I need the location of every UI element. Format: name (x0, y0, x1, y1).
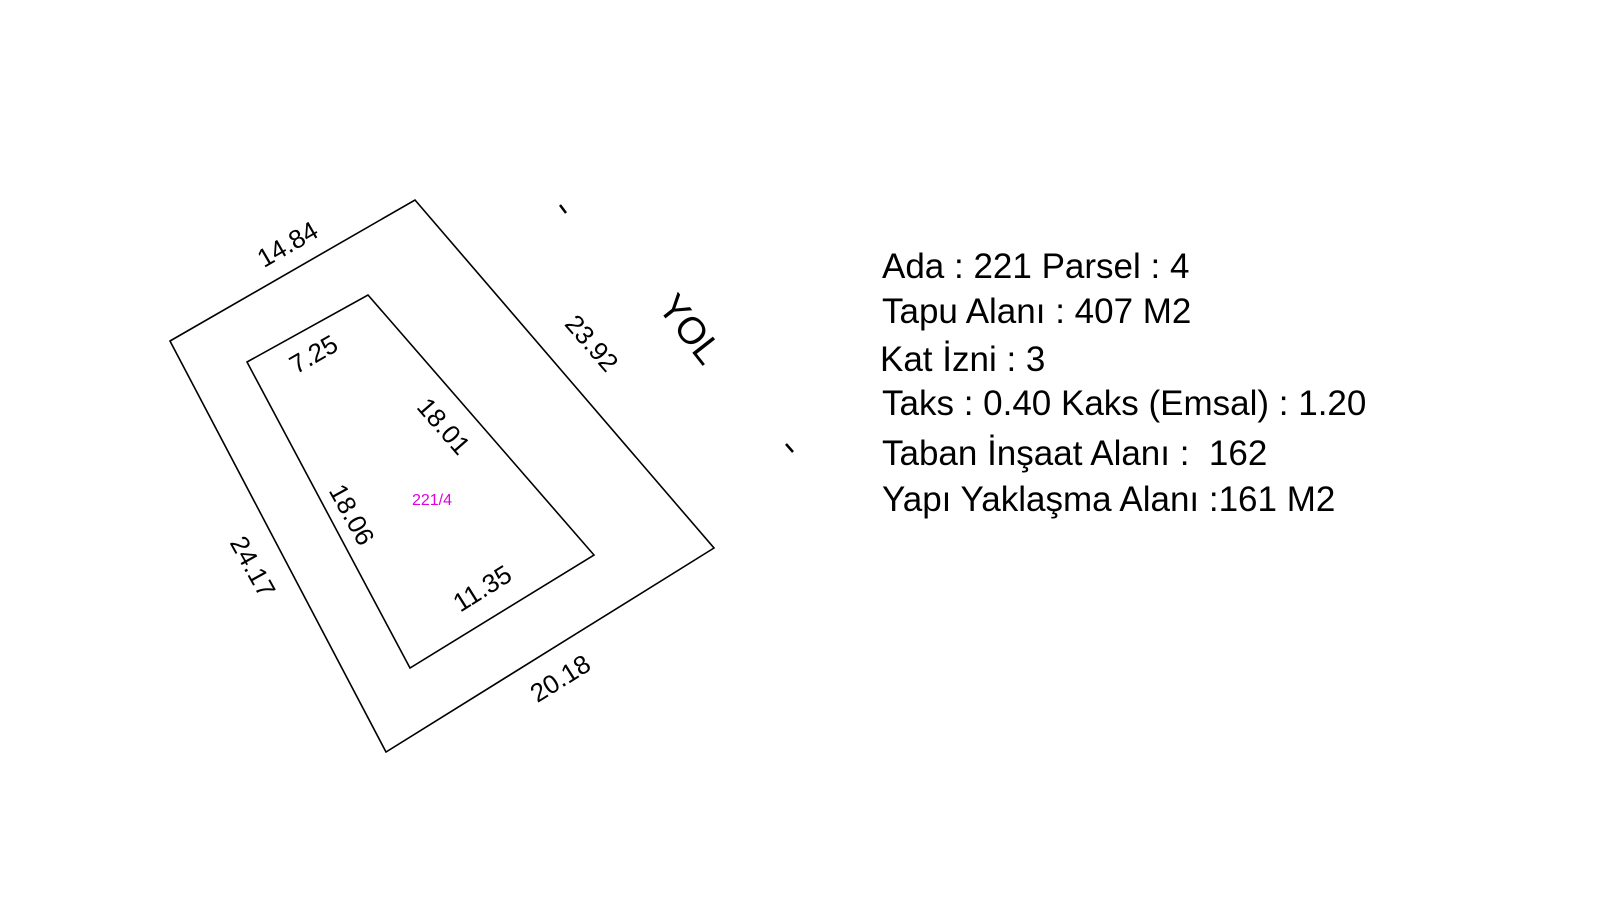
road-label: YOL (649, 287, 729, 373)
outer-dimension-top: 14.84 (252, 215, 323, 274)
building-footprint (245, 293, 596, 670)
outer-dimension-bottom: 20.18 (525, 648, 596, 708)
inner-dimension-right: 18.01 (411, 392, 476, 461)
parcel-number-label: 221/4 (412, 492, 452, 509)
inner-dimension-left: 18.06 (323, 479, 381, 550)
outer-dimension-right: 23.92 (559, 309, 624, 378)
outer-dimension-left: 24.17 (224, 531, 282, 602)
road-tick-mark (785, 443, 794, 453)
parcel-boundary (168, 198, 716, 754)
road-tick-mark (559, 204, 567, 214)
